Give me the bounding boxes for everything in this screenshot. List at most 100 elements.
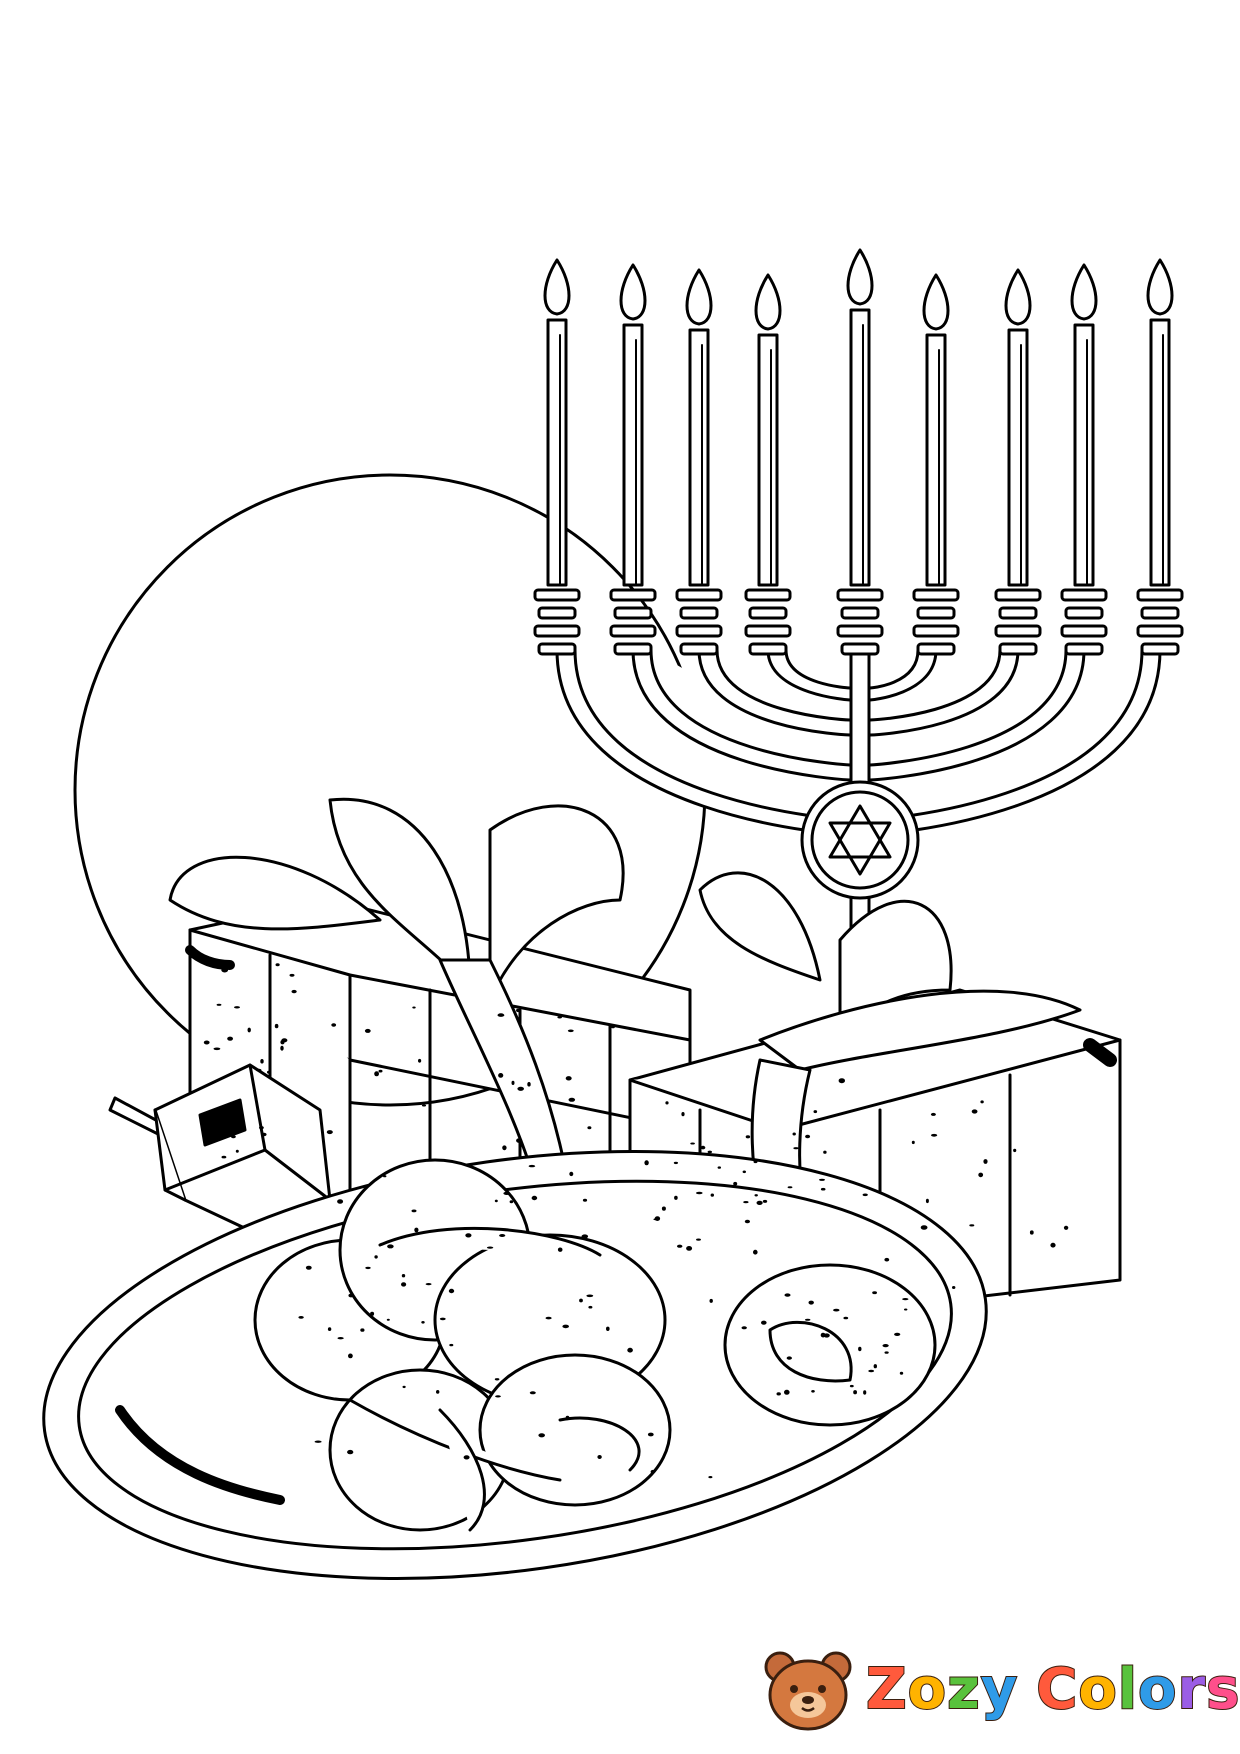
sprinkle-dot [527,1082,531,1087]
sprinkle-dot [681,1112,685,1117]
sprinkle-dot [348,1293,354,1298]
sprinkle-dot [557,1016,562,1019]
candle-flame [846,248,874,306]
sprinkle-dot [494,1378,500,1381]
sprinkle-dot [231,1135,236,1139]
sprinkle-dot [587,1126,592,1130]
sprinkle-dot [761,1320,767,1325]
sprinkle-dot [754,1194,758,1197]
sprinkle-dot [280,1045,284,1051]
sprinkle-dot [853,1390,857,1395]
sprinkle-dot [203,1040,210,1045]
sprinkle-dot [743,1201,749,1204]
sprinkle-dot [872,1291,877,1295]
sprinkle-dot [326,1130,333,1135]
brand-name-word-2: Colors [1035,1656,1240,1723]
sprinkle-dot [820,1187,826,1191]
sprinkle-dot [925,1198,929,1204]
sprinkle-dot [259,1126,264,1130]
sprinkle-dot [838,1078,845,1084]
sprinkle-dot [281,1038,288,1043]
sprinkle-dot [255,1068,262,1072]
sprinkle-dot [557,1247,563,1252]
sprinkle-dot [971,1109,978,1114]
sprinkle-dot [495,1395,501,1398]
brand-name-word-1: Zozy [865,1656,1019,1723]
sprinkle-dot [502,1145,507,1151]
sprinkle-dot [494,1199,498,1203]
sprinkle-dot [894,1332,901,1336]
sprinkle-dot [414,1227,419,1233]
sprinkle-dot [337,1199,344,1204]
donuts [253,1158,937,1532]
sprinkle-dot [221,967,229,973]
sprinkle-dot [511,1080,515,1085]
sprinkle-dot [402,1385,406,1389]
sprinkle-dot [700,1145,706,1150]
sprinkle-dot [234,1006,240,1009]
candle-flame [1004,268,1032,326]
menorah-candle [675,268,723,656]
sprinkle-dot [805,1134,811,1139]
sprinkle-dot [808,1300,814,1305]
sprinkle-dot [1029,1230,1034,1235]
sprinkle-dot [849,1384,854,1388]
sprinkle-dot [497,1013,505,1017]
sprinkle-dot [565,1415,570,1421]
sprinkle-dot [291,989,297,994]
sprinkle-dot [374,1071,379,1077]
candle-flame [543,258,571,316]
candle-flame [685,268,713,326]
candle-flame [754,273,782,331]
sprinkle-dot [911,1140,915,1145]
sprinkle-dot [516,1138,523,1143]
brand-logo: Zozy Colors [758,1645,1240,1735]
sprinkle-dot [370,1311,375,1316]
sprinkle-dot [717,1166,721,1169]
sprinkle-dot [305,1265,312,1270]
sprinkle-dot [538,1433,545,1438]
sprinkle-dot [978,1172,984,1178]
sprinkle-dot [793,1147,799,1150]
sprinkle-dot [214,1117,221,1120]
sprinkle-dot [449,1343,454,1347]
sprinkle-dot [374,1255,378,1259]
sprinkle-dot [386,1318,390,1321]
sprinkle-dot [709,1298,713,1303]
sprinkle-dot [387,1244,394,1249]
sprinkle-dot [586,1294,594,1298]
sprinkle-dot [884,1257,890,1262]
sprinkle-dot [665,1101,669,1105]
sprinkle-dot [1013,1148,1017,1153]
sprinkle-dot [274,1023,279,1029]
sprinkle-dot [499,1234,506,1237]
sprinkle-dot [708,1476,713,1479]
sprinkle-dot [920,1225,928,1230]
sprinkle-dot [813,1110,818,1114]
sprinkle-dot [868,1369,875,1373]
sprinkle-dot [882,1344,889,1348]
sprinkle-dot [833,1308,840,1312]
sprinkle-dot [267,1070,271,1074]
menorah-candle [994,268,1042,656]
sprinkle-dot [745,1135,751,1139]
sprinkle-dot [786,1356,792,1360]
dreidel [108,1063,332,1242]
sprinkle-dot [673,1161,679,1165]
sprinkle-dot [421,1321,425,1324]
sprinkle-dot [227,1036,234,1041]
menorah-candle [1060,263,1108,656]
sprinkle-dot [378,1069,383,1073]
sprinkle-dot [221,1155,227,1159]
sprinkle-dot [696,1191,703,1195]
sprinkle-dot [690,1142,695,1145]
sprinkle-dot [784,1389,790,1395]
sprinkle-dot [733,1181,738,1186]
sprinkle-dot [980,1100,984,1104]
sprinkle-dot [383,1175,387,1178]
menorah-candle [744,273,792,656]
sprinkle-dot [863,1390,867,1395]
sprinkle-dot [275,963,280,967]
sprinkle-dot [567,1029,574,1033]
